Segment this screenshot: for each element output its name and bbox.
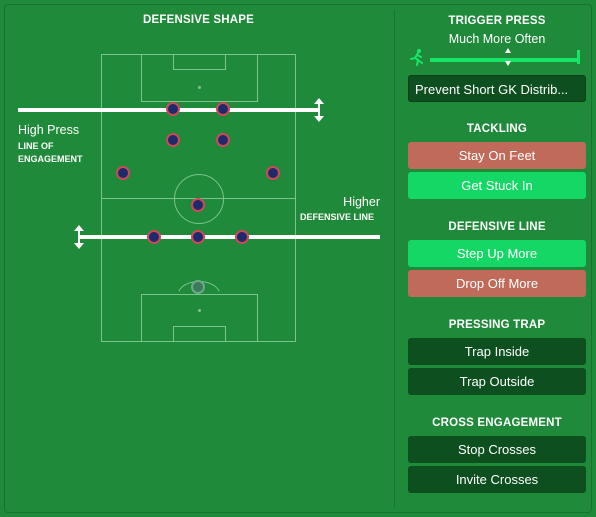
- top-penalty-spot: [198, 86, 201, 89]
- player-marker: [116, 166, 130, 180]
- trigger-press-slider-thumb[interactable]: [505, 48, 511, 53]
- pressing-trap-title: PRESSING TRAP: [448, 319, 546, 331]
- bottom-goal-box: [173, 326, 226, 342]
- trap-outside-button[interactable]: Trap Outside: [408, 368, 586, 395]
- defensive-line-label: DEFENSIVE LINE: [300, 212, 375, 222]
- player-marker: [216, 133, 230, 147]
- invite-crosses-button[interactable]: Invite Crosses: [408, 466, 586, 493]
- trigger-press-slider-end: [577, 50, 580, 64]
- player-marker: [166, 133, 180, 147]
- player-marker: [147, 230, 161, 244]
- defensive-line-handle-icon[interactable]: [74, 225, 84, 249]
- tackling-title: TACKLING: [466, 123, 528, 135]
- get-stuck-in-button[interactable]: Get Stuck In: [408, 172, 586, 199]
- player-marker: [216, 102, 230, 116]
- line-of-engagement-label: LINE OF ENGAGEMENT: [18, 140, 83, 166]
- player-marker: [166, 102, 180, 116]
- defensive-line-value: Higher: [343, 195, 380, 209]
- trap-inside-button[interactable]: Trap Inside: [408, 338, 586, 365]
- defensive-line-title: DEFENSIVE LINE: [448, 221, 546, 233]
- player-marker: [191, 198, 205, 212]
- player-marker: [191, 230, 205, 244]
- stop-crosses-button[interactable]: Stop Crosses: [408, 436, 586, 463]
- gk-distribution-dropdown[interactable]: Prevent Short GK Distrib...: [408, 75, 586, 102]
- defensive-line-bar: [80, 235, 380, 239]
- cross-engagement-title: CROSS ENGAGEMENT: [432, 417, 562, 429]
- line-of-engagement-handle-icon[interactable]: [314, 98, 324, 122]
- trigger-press-slider[interactable]: [430, 58, 580, 62]
- trigger-press-value: Much More Often: [448, 32, 546, 46]
- player-marker: [266, 166, 280, 180]
- defensive-shape-title: DEFENSIVE SHAPE: [143, 14, 254, 26]
- stay-on-feet-button[interactable]: Stay On Feet: [408, 142, 586, 169]
- line-of-engagement-label-2: ENGAGEMENT: [18, 154, 83, 164]
- center-circle: [174, 174, 224, 224]
- top-goal-box: [173, 54, 226, 70]
- goalkeeper-marker: [191, 280, 205, 294]
- panel-divider: [394, 10, 395, 508]
- trigger-press-title: TRIGGER PRESS: [448, 15, 546, 27]
- player-marker: [235, 230, 249, 244]
- line-of-engagement-label-1: LINE OF: [18, 141, 54, 151]
- step-up-more-button[interactable]: Step Up More: [408, 240, 586, 267]
- line-of-engagement-value: High Press: [18, 123, 80, 137]
- runner-icon: [410, 49, 423, 66]
- bottom-penalty-spot: [198, 309, 201, 312]
- drop-off-more-button[interactable]: Drop Off More: [408, 270, 586, 297]
- trigger-press-slider-thumb-bottom[interactable]: [505, 61, 511, 66]
